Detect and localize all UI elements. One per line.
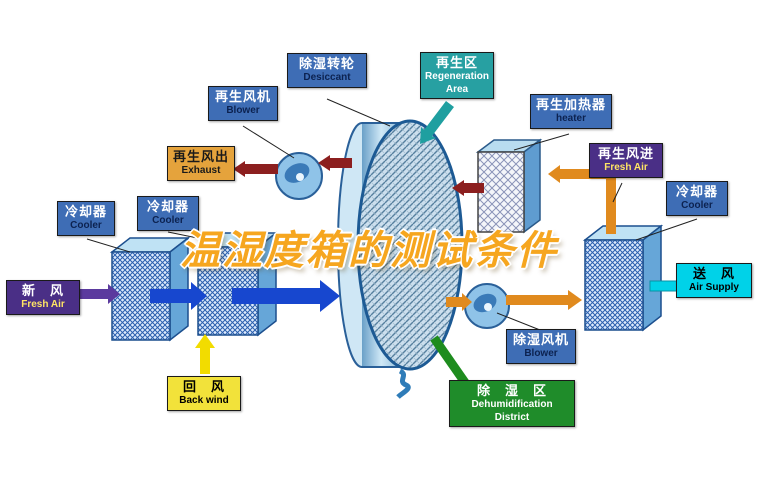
label-cooler-mid-zh: 冷却器 [146,199,189,214]
arrow-process-1 [150,282,207,310]
arrow-return-air [195,334,215,374]
label-cooler-left: 冷却器 Cooler [57,201,115,236]
label-exhaust-en: Exhaust [181,165,221,177]
label-exhaust-zh: 再生风出 [172,149,229,164]
label-cooler-mid-en: Cooler [152,215,184,227]
line-dehumid-district [430,335,470,387]
label-air-supply-en: Air Supply [688,282,739,294]
page-title: 温湿度箱的测试条件 [180,228,558,274]
label-fresh-air-en: Fresh Air [21,299,65,311]
arrow-heater-to-wheel [452,180,484,196]
label-regen-heater-zh: 再生加热器 [535,97,606,112]
arrow-wheel-to-fan [446,293,472,311]
label-fresh-air-zh: 新 风 [21,283,64,298]
label-regen-heater-en: heater [555,113,586,125]
heater-unit [475,138,543,234]
label-cooler-left-en: Cooler [70,220,102,232]
label-cooler-mid: 冷却器 Cooler [137,196,199,231]
label-dehumid-district-en1: Dehumidification [471,399,553,411]
label-regen-heater: 再生加热器 heater [530,94,612,129]
label-dehumid-district-zh: 除 湿 区 [476,383,547,398]
label-regen-fresh-air-zh: 再生风进 [597,146,654,161]
desiccant-wheel [337,119,464,371]
callout-lines [86,98,698,331]
arrow-fan-to-cooler [506,290,582,310]
arrow-process-2 [232,280,340,312]
label-fresh-air: 新 风 Fresh Air [6,280,80,315]
label-desiccant-en: Desiccant [303,72,351,84]
label-dehumid-district: 除 湿 区 Dehumidification District [449,380,575,428]
arrow-fan-exhaust [233,161,278,177]
label-cooler-right-zh: 冷却器 [675,184,718,199]
label-air-supply: 送 风 Air Supply [676,263,752,298]
ribbon-icon [396,368,411,399]
label-regen-blower-en: Blower [226,105,260,117]
duct-regen-vertical [606,172,616,234]
label-back-wind-en: Back wind [179,395,229,407]
label-regen-fresh-air: 再生风进 Fresh Air [589,143,663,178]
label-cooler-right-en: Cooler [681,200,713,212]
label-desiccant: 除湿转轮 Desiccant [287,53,367,88]
dehumid-blower-fan [464,283,510,329]
label-back-wind: 回 风 Back wind [167,376,241,411]
label-regen-fresh-air-en: Fresh Air [604,162,648,174]
label-regen-blower-zh: 再生风机 [214,89,271,104]
label-dehumid-blower: 除湿风机 Blower [506,329,576,364]
regen-blower-fan [275,152,323,200]
label-cooler-right: 冷却器 Cooler [666,181,728,216]
label-exhaust: 再生风出 Exhaust [167,146,235,181]
label-back-wind-zh: 回 风 [182,379,225,394]
label-dehumid-district-en2: District [494,411,530,423]
cooler-unit-3 [582,224,664,332]
label-regeneration-area-en: Regeneration Area [425,71,489,95]
label-dehumid-blower-en: Blower [524,348,558,360]
label-regen-blower: 再生风机 Blower [208,86,278,121]
label-air-supply-zh: 送 风 [692,266,735,281]
label-cooler-left-zh: 冷却器 [64,204,107,219]
label-regeneration-area: 再生区 Regeneration Area [420,52,494,100]
label-dehumid-blower-zh: 除湿风机 [512,332,569,347]
arrow-regen-area [420,101,454,144]
arrow-wheel-exhaust [318,155,352,171]
label-desiccant-zh: 除湿转轮 [298,56,355,71]
arrow-fresh-air [80,284,120,304]
label-regeneration-area-zh: 再生区 [435,55,478,70]
